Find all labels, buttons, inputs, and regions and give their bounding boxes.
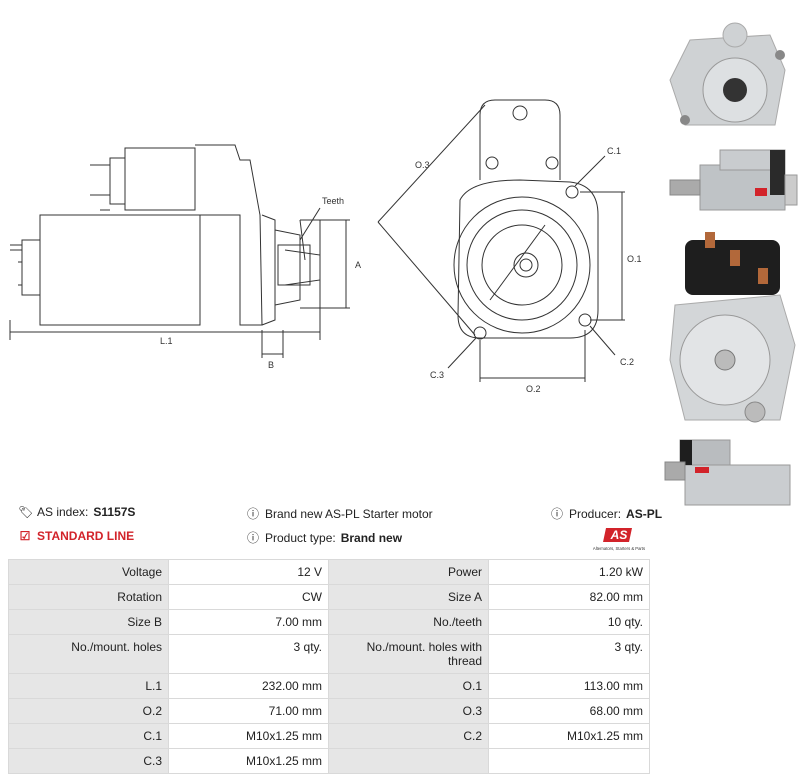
spec-key: O.1 (328, 673, 489, 699)
label-teeth: Teeth (322, 196, 344, 206)
spec-key: No./mount. holes with thread (328, 634, 489, 674)
spec-key: Size A (328, 584, 489, 610)
producer-value: AS-PL (626, 506, 663, 521)
product-photos (664, 5, 798, 506)
label-o3: O.3 (415, 160, 430, 170)
photo-front-view (665, 5, 795, 135)
spec-value: 68.00 mm (488, 698, 650, 724)
info-icon: ⓘ (550, 507, 563, 521)
as-index: 🏷︎ AS index: S1157S (18, 505, 135, 519)
motor-body (39, 214, 201, 326)
solenoid (124, 147, 196, 211)
spec-value: 7.00 mm (168, 609, 329, 635)
hole-c3 (473, 326, 487, 340)
spec-value: 10 qty. (488, 609, 650, 635)
photo-side-view (669, 149, 798, 211)
spec-value: M10x1.25 mm (168, 723, 329, 749)
description-text: Brand new AS-PL Starter motor (265, 506, 433, 521)
spec-key: Power (328, 559, 489, 585)
svg-text:Alternators, Starters & Parts: Alternators, Starters & Parts (593, 546, 645, 551)
label-a: A (355, 260, 361, 270)
description: ⓘ Brand new AS-PL Starter motor (246, 505, 433, 522)
label-c3: C.3 (430, 370, 444, 380)
spec-value: 3 qty. (168, 634, 329, 674)
spec-value: 113.00 mm (488, 673, 650, 699)
product-type: ⓘ Product type: Brand new (246, 529, 402, 546)
photo-angled-view (664, 439, 791, 506)
spec-key: C.1 (8, 723, 169, 749)
spec-key: Voltage (8, 559, 169, 585)
label-l1: L.1 (160, 336, 173, 346)
spec-value: 71.00 mm (168, 698, 329, 724)
spec-value: 12 V (168, 559, 329, 585)
spec-value: 3 qty. (488, 634, 650, 674)
product-type-value: Brand new (340, 530, 403, 545)
as-index-label: AS index: (37, 505, 89, 519)
info-icon: ⓘ (246, 531, 259, 545)
product-info: 🏷︎ AS index: S1157S ☑ STANDARD LINE ⓘ Br… (10, 503, 662, 555)
spec-value: 1.20 kW (488, 559, 650, 585)
spec-value: 232.00 mm (168, 673, 329, 699)
spec-value: M10x1.25 mm (168, 748, 329, 774)
spec-value: CW (168, 584, 329, 610)
spec-value: 82.00 mm (488, 584, 650, 610)
as-index-value: S1157S (93, 505, 136, 519)
spec-value: M10x1.25 mm (488, 723, 650, 749)
spec-key: O.2 (8, 698, 169, 724)
producer-label: Producer: (569, 506, 622, 521)
spec-key: C.2 (328, 723, 489, 749)
spec-key: Rotation (8, 584, 169, 610)
spec-key: No./mount. holes (8, 634, 169, 674)
svg-text:AS: AS (610, 528, 628, 542)
producer: ⓘ Producer: AS-PL (550, 505, 662, 522)
spec-key: Size B (8, 609, 169, 635)
spec-key (328, 748, 489, 774)
spec-key: L.1 (8, 673, 169, 699)
label-b: B (268, 360, 274, 370)
spec-key: No./teeth (328, 609, 489, 635)
label-c2: C.2 (620, 357, 634, 367)
hole-c2 (578, 313, 592, 327)
front-flange (457, 179, 599, 339)
checkbox-checked-icon: ☑ (19, 529, 31, 543)
technical-drawing: Teeth A B L.1 O.3 C.1 O.1 C.2 C.3 O.2 (9, 99, 642, 394)
label-o2: O.2 (526, 384, 541, 394)
hole-c1 (565, 185, 579, 199)
spec-key: C.3 (8, 748, 169, 774)
spec-value (488, 748, 650, 774)
photo-rear-view (669, 232, 796, 423)
product-type-label: Product type: (265, 530, 336, 545)
info-icon: ⓘ (246, 507, 259, 521)
as-pl-logo: AS Alternators, Starters & Parts (593, 528, 645, 551)
label-c1: C.1 (607, 146, 621, 156)
spec-key: O.3 (328, 698, 489, 724)
standard-line: ☑ STANDARD LINE (18, 529, 135, 543)
label-o1: O.1 (627, 254, 642, 264)
standard-line-label: STANDARD LINE (37, 529, 135, 543)
tags-icon: 🏷︎ (18, 505, 34, 519)
